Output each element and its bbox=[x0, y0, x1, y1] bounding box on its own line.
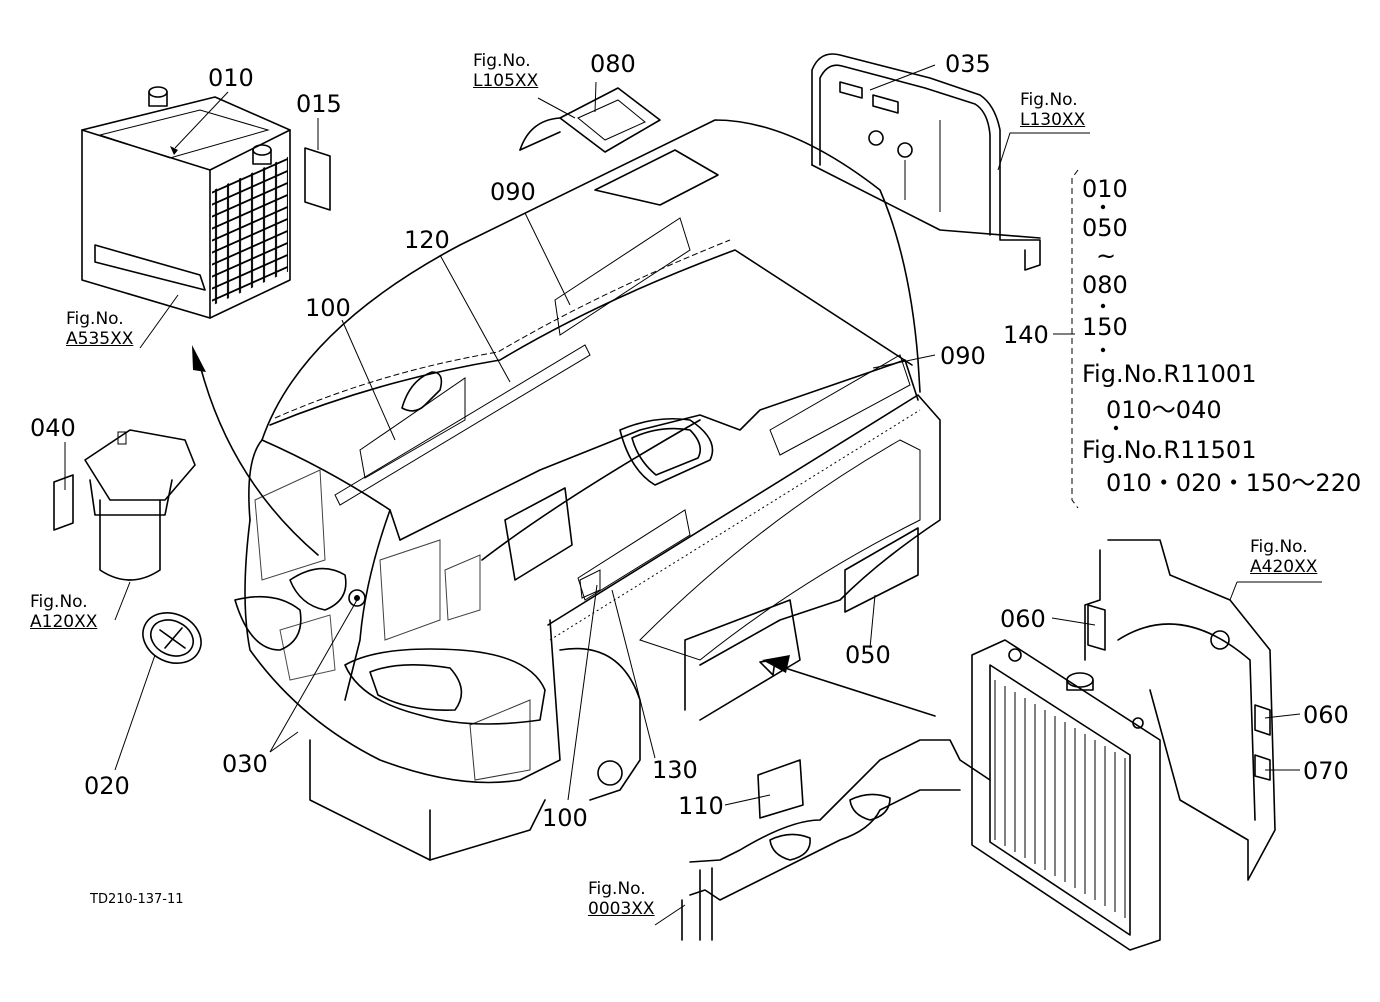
cap-gasket bbox=[142, 612, 202, 664]
set-note-line-4: 080 bbox=[1082, 271, 1128, 299]
fig-ref-a535[interactable]: Fig.No. A535XX bbox=[66, 309, 134, 349]
part-label-050: 050 bbox=[845, 641, 891, 669]
part-label-040: 040 bbox=[30, 414, 76, 442]
part-label-070: 070 bbox=[1303, 757, 1349, 785]
part-label-030: 030 bbox=[222, 750, 268, 778]
set-note-line-2: 050 bbox=[1082, 214, 1128, 242]
fig-ref-0003[interactable]: Fig.No. 0003XX bbox=[588, 879, 655, 919]
part-label-100-bottom: 100 bbox=[542, 804, 588, 832]
fig-ref-code: A420XX bbox=[1250, 556, 1318, 577]
set-note-line-9: 010・020・150～220 bbox=[1106, 469, 1362, 497]
engine-frame bbox=[681, 739, 991, 941]
leader-020 bbox=[114, 654, 156, 771]
fig-ref-title: Fig.No. bbox=[588, 879, 646, 899]
set-note-line-3: ~ bbox=[1096, 242, 1117, 270]
part-label-035: 035 bbox=[945, 50, 991, 78]
set-note-line-8: Fig.No.R11501 bbox=[1082, 436, 1257, 464]
part-label-120: 120 bbox=[404, 226, 450, 254]
set-note-line-6: Fig.No.R11001 bbox=[1082, 360, 1257, 388]
part-label-130: 130 bbox=[652, 756, 698, 784]
part-label-080: 080 bbox=[590, 50, 636, 78]
part-label-090-right: 090 bbox=[940, 342, 986, 370]
drawing-code: TD210-137-11 bbox=[90, 892, 184, 907]
fuel-filter bbox=[53, 429, 196, 581]
fig-ref-code: 0003XX bbox=[588, 898, 655, 919]
leader-lines bbox=[64, 64, 1322, 926]
set-note-line-7: 010～040 bbox=[1106, 396, 1222, 424]
fig-ref-code: L130XX bbox=[1020, 109, 1086, 130]
part-label-015: 015 bbox=[296, 90, 342, 118]
part-label-100-top: 100 bbox=[305, 294, 351, 322]
leader-a120 bbox=[114, 581, 131, 621]
fig-ref-l105[interactable]: Fig.No. L105XX bbox=[473, 51, 539, 91]
fig-ref-title: Fig.No. bbox=[1020, 90, 1078, 110]
fig-ref-l130[interactable]: Fig.No. L130XX bbox=[1020, 90, 1086, 130]
part-label-060-right: 060 bbox=[1303, 701, 1349, 729]
part-label-010: 010 bbox=[208, 64, 254, 92]
set-note-line-1: 010 bbox=[1082, 175, 1128, 203]
set-bracket bbox=[1071, 169, 1079, 509]
fig-ref-title: Fig.No. bbox=[473, 51, 531, 71]
fig-ref-a120[interactable]: Fig.No. A120XX bbox=[30, 592, 98, 632]
fig-ref-code: L105XX bbox=[473, 70, 539, 91]
part-label-090-top: 090 bbox=[490, 178, 536, 206]
part-label-110: 110 bbox=[678, 792, 724, 820]
arrow-to-battery bbox=[199, 364, 319, 556]
part-label-020: 020 bbox=[84, 772, 130, 800]
fig-ref-a420[interactable]: Fig.No. A420XX bbox=[1250, 537, 1318, 577]
fig-ref-code: A120XX bbox=[30, 611, 98, 632]
leader-a535 bbox=[139, 294, 179, 349]
radiator-assembly bbox=[971, 539, 1276, 951]
hood-assembly bbox=[234, 119, 941, 861]
set-note-line-5: 150 bbox=[1082, 313, 1128, 341]
vent-plate bbox=[519, 87, 661, 153]
fig-ref-title: Fig.No. bbox=[30, 592, 88, 612]
part-label-140: 140 bbox=[1003, 321, 1049, 349]
fig-ref-code: A535XX bbox=[66, 328, 134, 349]
fig-ref-title: Fig.No. bbox=[66, 309, 124, 329]
fig-ref-title: Fig.No. bbox=[1250, 537, 1308, 557]
battery bbox=[81, 86, 331, 319]
part-label-060-left: 060 bbox=[1000, 605, 1046, 633]
dash-panel bbox=[811, 53, 1041, 271]
